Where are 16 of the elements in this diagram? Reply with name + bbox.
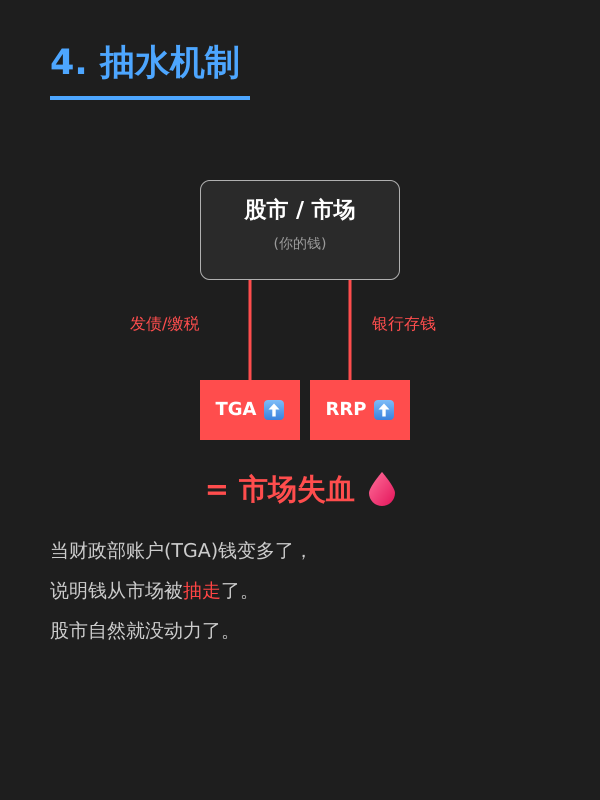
box-heading: 股市 / 市场 (244, 196, 356, 225)
connector-line (348, 280, 352, 380)
body-text: 股市自然就没动力了。 (50, 619, 240, 644)
body-text: 说明钱从市场被抽走了。 (50, 579, 259, 604)
box-subtitle: (你的钱) (274, 235, 326, 254)
connector-line (248, 280, 252, 380)
edge-label: 银行存钱 (372, 313, 436, 335)
result-heading: = 市场失血 (204, 471, 356, 508)
edge-label: 发债/缴税 (130, 313, 200, 335)
market-box (200, 180, 400, 280)
box-label: TGA (216, 398, 256, 422)
account-box (200, 380, 300, 440)
account-box (310, 380, 410, 440)
box-label: RRP (326, 398, 366, 422)
body-text: 当财政部账户(TGA)钱变多了， (50, 539, 314, 564)
page-title: 4. 抽水机制 (50, 42, 240, 85)
